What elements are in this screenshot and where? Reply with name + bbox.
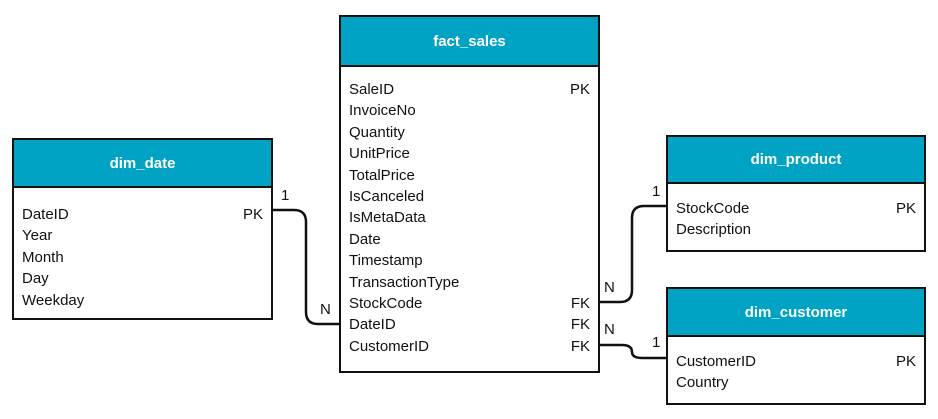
field-name: Year	[22, 227, 53, 245]
field-name: IsCanceled	[349, 187, 425, 205]
key-badge: FK	[570, 337, 590, 355]
field-name: Country	[676, 374, 729, 392]
field-name: Quantity	[349, 123, 405, 141]
entity-header: dim_product	[668, 137, 924, 184]
field-name: CustomerID	[349, 337, 430, 355]
edge-dim-product-fact-sales	[599, 204, 666, 304]
field-name: TransactionType	[349, 273, 460, 291]
field-row: Weekday	[22, 290, 263, 311]
field-row: CustomerID FK	[349, 336, 590, 357]
cardinality-many: N	[320, 301, 331, 318]
field-name: CustomerID	[676, 353, 757, 370]
field-name: TotalPrice	[349, 166, 415, 184]
key-badge: PK	[569, 81, 590, 98]
entity-dim-date[interactable]: dim_date DateID PK Year Month Day Weekday	[12, 138, 273, 320]
field-name: StockCode	[676, 200, 750, 217]
field-row: Month	[22, 247, 263, 268]
cardinality-one: 1	[652, 334, 661, 351]
field-name: DateID	[349, 316, 396, 334]
entity-fact-sales[interactable]: fact_sales SaleID PK InvoiceNo Quantity U…	[339, 15, 600, 373]
field-name: Month	[22, 248, 64, 266]
field-row: Timestamp	[349, 250, 590, 271]
field-list: CustomerID PK Country	[668, 337, 924, 394]
key-badge: PK	[895, 200, 916, 217]
field-row: Description	[676, 219, 916, 240]
field-list: SaleID PK InvoiceNo Quantity UnitPrice To…	[341, 67, 598, 357]
field-name: StockCode	[349, 294, 423, 312]
field-row: Day	[22, 268, 263, 289]
field-name: SaleID	[349, 81, 395, 98]
field-row: TotalPrice	[349, 165, 590, 186]
field-row: InvoiceNo	[349, 100, 590, 121]
key-badge: PK	[895, 353, 916, 370]
entity-header: dim_customer	[668, 289, 924, 337]
entity-header: dim_date	[14, 140, 271, 188]
key-badge: FK	[570, 294, 590, 312]
field-name: DateID	[22, 206, 69, 223]
field-row: Country	[676, 372, 916, 393]
field-name: Description	[676, 221, 752, 239]
field-row: IsMetaData	[349, 207, 590, 228]
field-row: SaleID PK	[349, 79, 590, 100]
field-row: TransactionType	[349, 272, 590, 293]
field-row: DateID PK	[22, 204, 263, 225]
field-name: Weekday	[22, 291, 85, 309]
entity-header: fact_sales	[341, 17, 598, 67]
field-row: DateID FK	[349, 314, 590, 335]
field-list: StockCode PK Description	[668, 184, 924, 241]
cardinality-one: 1	[281, 187, 290, 204]
field-name: IsMetaData	[349, 209, 426, 227]
key-badge: PK	[242, 206, 263, 223]
entity-dim-customer[interactable]: dim_customer CustomerID PK Country	[666, 287, 926, 405]
field-name: Timestamp	[349, 252, 423, 270]
field-name: Day	[22, 270, 49, 288]
field-list: DateID PK Year Month Day Weekday	[14, 188, 271, 311]
field-row: CustomerID PK	[676, 351, 916, 372]
cardinality-many: N	[604, 321, 615, 338]
cardinality-many: N	[604, 279, 615, 296]
edge-dim-date-fact-sales	[272, 208, 340, 326]
field-row: StockCode FK	[349, 293, 590, 314]
field-name: Date	[349, 230, 381, 248]
entity-dim-product[interactable]: dim_product StockCode PK Description	[666, 135, 926, 252]
field-row: IsCanceled	[349, 186, 590, 207]
field-row: Date	[349, 229, 590, 250]
field-name: UnitPrice	[349, 145, 410, 163]
field-row: UnitPrice	[349, 143, 590, 164]
edge-dim-customer-fact-sales	[599, 343, 666, 360]
field-row: Year	[22, 225, 263, 246]
field-row: StockCode PK	[676, 198, 916, 219]
key-badge: FK	[570, 316, 590, 334]
cardinality-one: 1	[652, 183, 661, 200]
field-row: Quantity	[349, 122, 590, 143]
field-name: InvoiceNo	[349, 102, 416, 120]
